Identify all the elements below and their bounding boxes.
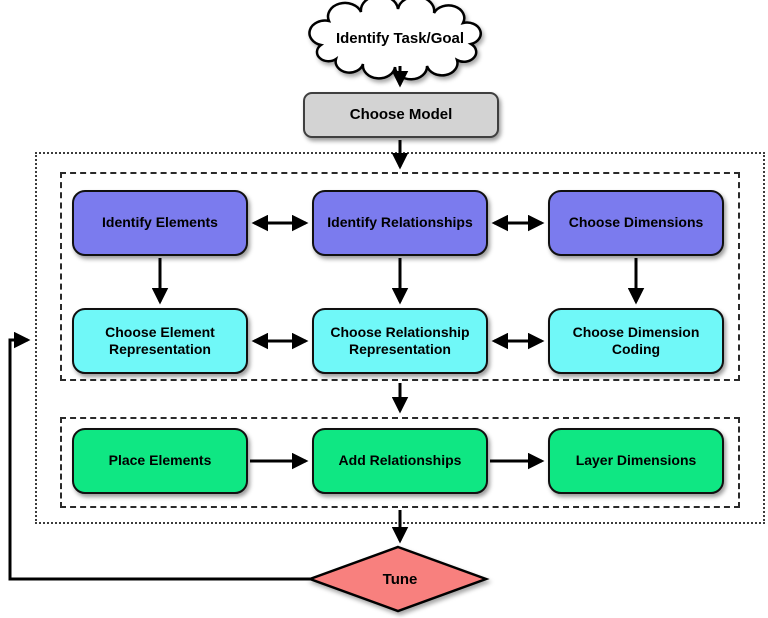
node-choose-dimension-coding: Choose Dimension Coding (548, 308, 724, 374)
feedback-loop-arrow (8, 331, 314, 581)
node-choose-model: Choose Model (303, 92, 499, 138)
cloud-shape (308, 0, 482, 81)
node-choose-relationship-representation: Choose Relationship Representation (312, 308, 488, 374)
start-node-label: Identify Task/Goal (335, 29, 465, 47)
node-layer-dimensions: Layer Dimensions (548, 428, 724, 494)
tune-node-label: Tune (382, 570, 418, 588)
node-identify-elements: Identify Elements (72, 190, 248, 256)
node-add-relationships: Add Relationships (312, 428, 488, 494)
layout-stage-container (60, 417, 740, 508)
node-identify-relationships: Identify Relationships (312, 190, 488, 256)
node-choose-dimensions: Choose Dimensions (548, 190, 724, 256)
encoding-stage-container (60, 172, 740, 381)
node-choose-element-representation: Choose Element Representation (72, 308, 248, 374)
node-place-elements: Place Elements (72, 428, 248, 494)
tune-diamond (306, 545, 490, 613)
